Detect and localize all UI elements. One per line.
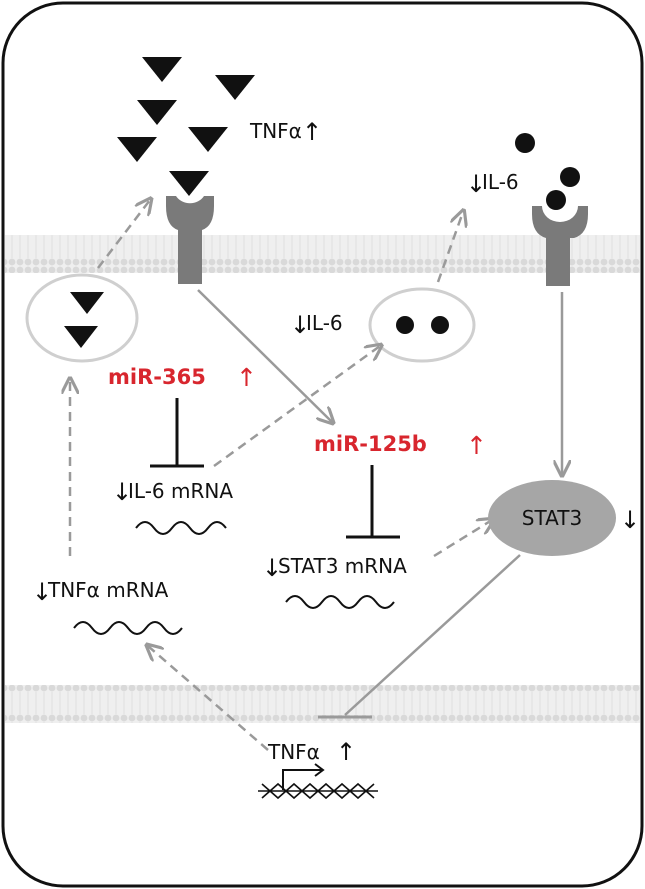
vesicle-il6-dot	[431, 316, 449, 334]
tnf-receptor-head	[166, 196, 214, 230]
il6-vesicle	[368, 287, 476, 363]
solid-arrows	[197, 289, 562, 719]
tnfa-up-arrow-icon: ↑	[302, 118, 322, 146]
tnfa-gene-to-mrna-arrow	[148, 646, 269, 751]
stat3-down-arrow-icon: ↓	[620, 506, 640, 534]
mir125b-inhibition	[346, 465, 400, 539]
il6-mrna-down-arrow-icon: ↓	[112, 478, 132, 506]
il6-ligand-dot	[560, 167, 580, 187]
il6-ligand-dot	[546, 190, 566, 210]
tnf-receptor-to-mir125b-arrow	[197, 289, 332, 422]
mir365-label: miR-365	[108, 365, 206, 389]
tnfa-ligands	[117, 57, 255, 196]
mir365-up-arrow-icon: ↑	[236, 363, 257, 392]
mir125b-label: miR-125b	[314, 432, 427, 456]
mir125b-up-arrow-icon: ↑	[466, 431, 487, 460]
tnfa-mrna-down-arrow-icon: ↓	[32, 578, 52, 606]
stat3-label: STAT3	[522, 506, 582, 530]
vesicle-il6-dot	[396, 316, 414, 334]
il6-mrna-wave	[135, 521, 227, 535]
tnfa-ligand-triangle	[188, 127, 228, 152]
il6-receptor	[532, 206, 588, 286]
stat3-mrna-wave	[285, 595, 395, 609]
tnfa-vesicle	[25, 273, 139, 363]
dashed-arrows	[70, 200, 492, 751]
tnfa-ligand-triangle	[169, 171, 209, 196]
il6-vesicle-down-arrow-icon: ↓	[290, 311, 310, 339]
stat3-mrna-label: STAT3 mRNA	[278, 554, 407, 578]
tnf-receptor	[166, 196, 214, 284]
stat3-mrna-to-stat3-arrow	[433, 520, 492, 558]
secretion-il6-arrow	[436, 212, 463, 283]
tnfa-mrna-wave	[73, 621, 183, 635]
stat3-protein	[488, 480, 616, 556]
il6-vesicle-label: IL-6	[306, 311, 343, 335]
promoter-arrow-icon	[282, 763, 325, 790]
tnfa-ligand-triangle	[137, 100, 177, 125]
tnfa-ligand-triangle	[215, 75, 255, 100]
vesicle-tnfa-triangle	[64, 326, 98, 348]
il6-receptor-head	[532, 206, 588, 238]
il6-receptor-stem	[546, 236, 570, 286]
tnfa-ligand-triangle	[142, 57, 182, 82]
vesicle-tnfa-triangle	[70, 292, 104, 314]
plasma-membrane	[5, 235, 640, 273]
tnfa-gene-label: TNFα	[267, 740, 320, 764]
il6-mrna-label: IL-6 mRNA	[128, 479, 233, 503]
tnfa-gene-up-arrow-icon: ↑	[336, 738, 356, 766]
tnfa-top-label: TNFα	[249, 119, 302, 143]
il6-top-label: IL-6	[482, 170, 519, 194]
il6-top-down-arrow-icon: ↓	[466, 170, 486, 198]
tnfa-ligand-triangle	[117, 137, 157, 162]
tnfa-mrna-label: TNFα mRNA	[47, 578, 169, 602]
il6-mrna-to-vesicle-arrow	[213, 346, 380, 468]
tnf-receptor-stem	[178, 228, 202, 284]
stat3-mrna-down-arrow-icon: ↓	[262, 554, 282, 582]
mir365-inhibition	[150, 398, 204, 468]
stat3-inhibits-tnfa-line	[344, 554, 521, 716]
il6-ligand-dot	[515, 133, 535, 153]
il6-ligands	[515, 133, 580, 210]
dna-helix-icon	[258, 782, 378, 800]
